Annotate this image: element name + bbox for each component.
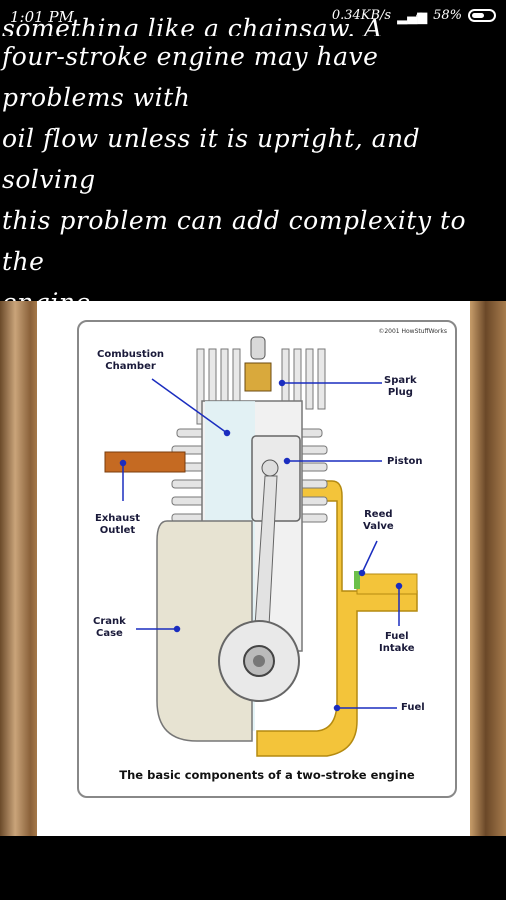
label-piston: Piston (387, 456, 423, 467)
diagram-credit: ©2001 HowStuffWorks (378, 328, 447, 335)
label-fuel-intake: Fuel Intake (379, 631, 415, 654)
article-line-1: four-stroke engine may have problems wit… (2, 42, 379, 112)
spark-plug-top (250, 336, 266, 360)
label-combustion-chamber: Combustion Chamber (97, 349, 165, 372)
status-indicators: 0.34KB/s ▂▄▆ ◠ 58% (331, 8, 496, 25)
label-exhaust-outlet: Exhaust Outlet (95, 513, 140, 536)
engine-illustration (104, 336, 418, 757)
engine-diagram[interactable]: ©2001 HowStuffWorks The basic components… (37, 301, 470, 836)
exhaust-pipe (104, 451, 186, 473)
status-bar: 1:01 PM 0.34KB/s ▂▄▆ ◠ 58% (0, 0, 506, 34)
spark-plug (244, 362, 272, 392)
wifi-icon: ◠ (415, 9, 427, 25)
net-speed: 0.34KB/s (331, 8, 392, 23)
fuel-intake-pipe (356, 573, 418, 595)
wrist-pin (261, 459, 279, 477)
article-text: something like a chainsaw. A standard fo… (2, 14, 506, 323)
label-fuel: Fuel (401, 702, 425, 713)
status-time: 1:01 PM (10, 8, 74, 26)
battery-icon (468, 9, 496, 22)
diagram-frame: ©2001 HowStuffWorks The basic components… (77, 320, 457, 798)
article-line-3: this problem can add complexity to the (2, 206, 467, 276)
crank-shaft (253, 655, 265, 667)
diagram-caption: The basic components of a two-stroke eng… (119, 768, 415, 782)
reed-valve (354, 571, 360, 589)
fuel-passage (256, 480, 418, 757)
article-line-cut: something like a chainsaw. A standard (2, 14, 383, 36)
label-reed-valve: Reed Valve (363, 509, 394, 532)
article-line-2: oil flow unless it is upright, and solvi… (2, 124, 421, 194)
leader-lines (119, 378, 403, 712)
label-spark-plug: Spark Plug (384, 375, 417, 398)
battery-percent: 58% (433, 8, 462, 23)
label-crank-case: Crank Case (93, 616, 126, 639)
